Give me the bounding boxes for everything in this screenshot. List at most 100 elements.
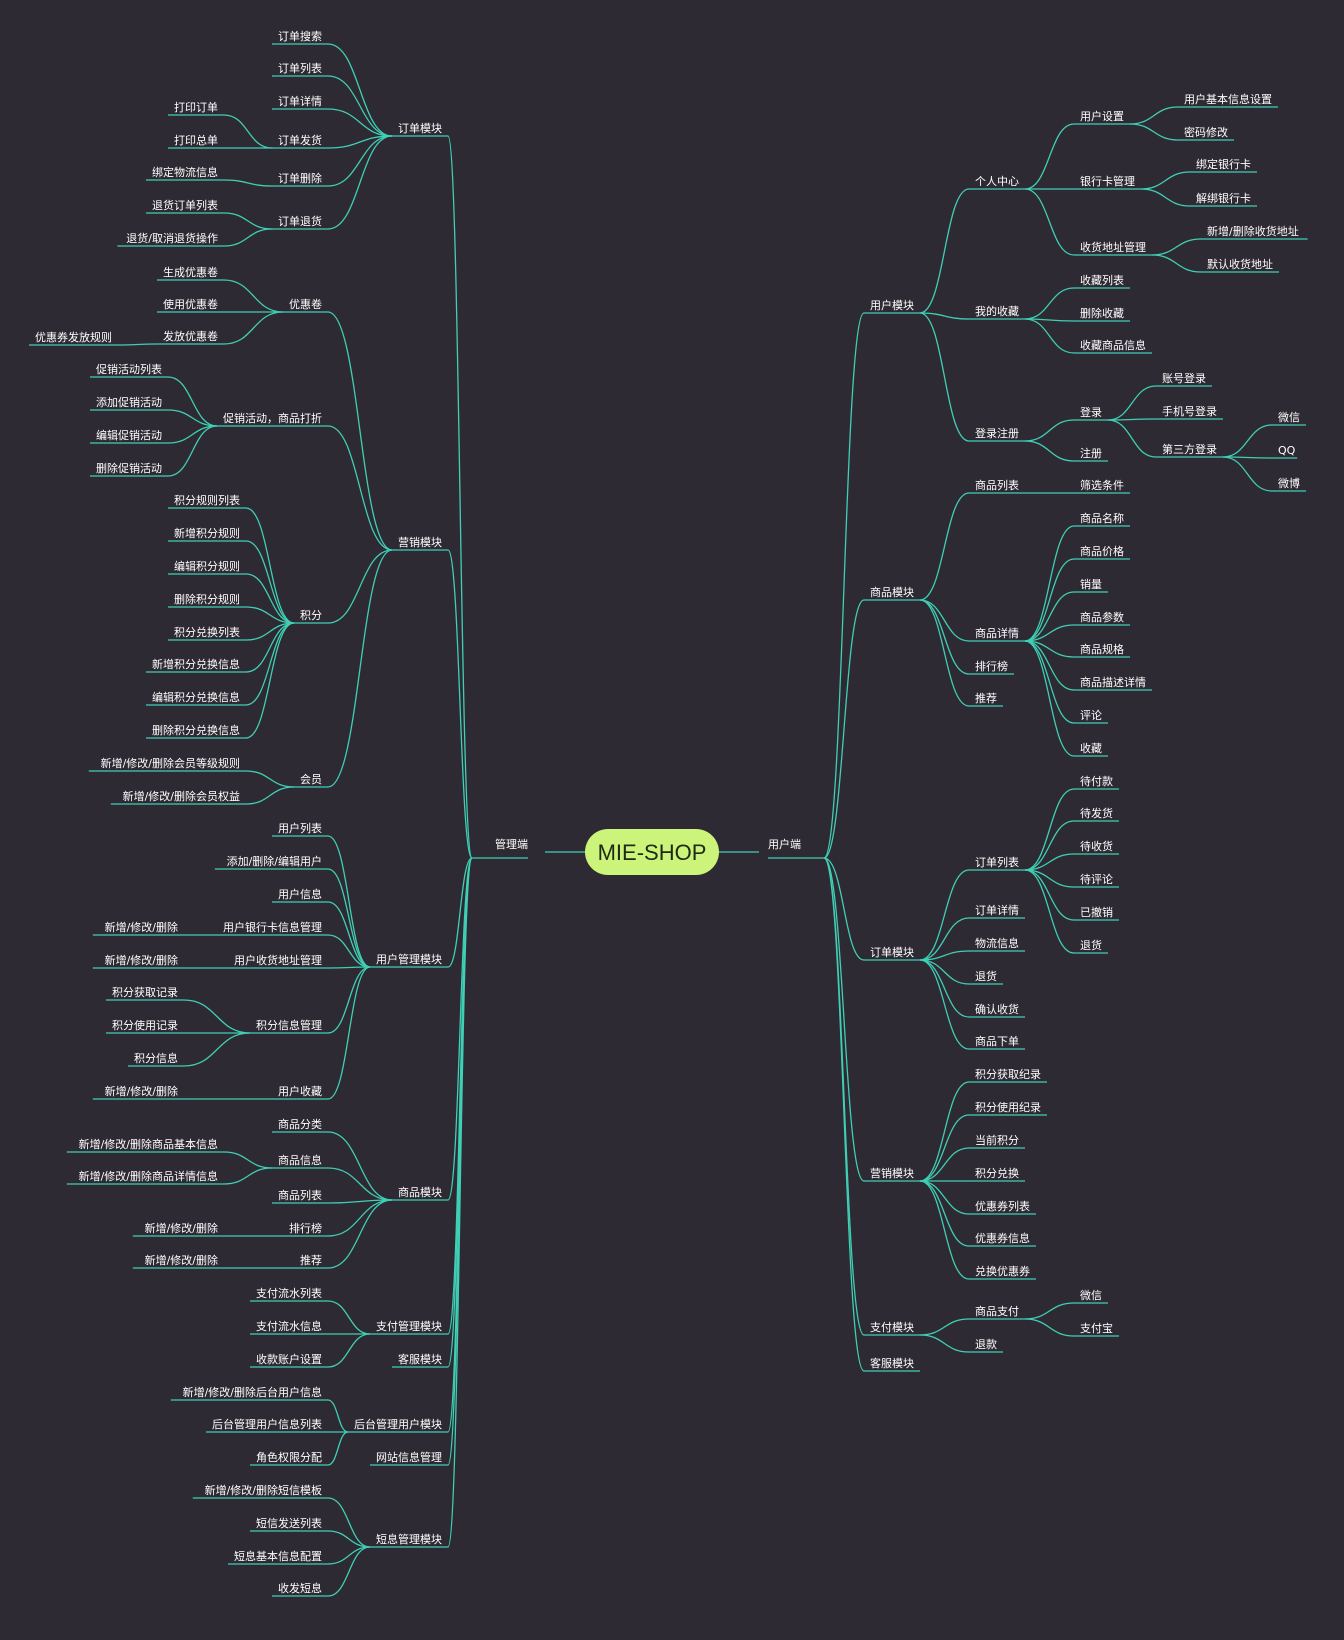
node-item[interactable]: 登录注册 <box>975 426 1019 440</box>
node-item[interactable]: 注册 <box>1080 446 1102 460</box>
node-item[interactable]: 商品信息 <box>278 1153 322 1167</box>
node-item[interactable]: 添加/删除/编辑用户 <box>227 854 322 868</box>
node-item[interactable]: 销量 <box>1080 577 1102 591</box>
node-item[interactable]: 用户收藏 <box>278 1084 322 1098</box>
node-item[interactable]: 商品价格 <box>1080 544 1124 558</box>
node-item[interactable]: 退货 <box>1080 938 1102 952</box>
node-item[interactable]: 用户设置 <box>1080 109 1124 123</box>
node-item[interactable]: 用户信息 <box>278 887 322 901</box>
node-item[interactable]: 订单详情 <box>278 94 322 108</box>
node-item[interactable]: 删除积分规则 <box>174 592 240 606</box>
node-item[interactable]: 删除促销活动 <box>96 461 162 475</box>
node-item[interactable]: 新增/修改/删除 <box>105 1084 178 1098</box>
node-item[interactable]: 编辑促销活动 <box>96 428 162 442</box>
node-module[interactable]: 后台管理用户模块 <box>354 1417 442 1431</box>
node-item[interactable]: 新增/修改/删除 <box>105 920 178 934</box>
node-module[interactable]: 用户模块 <box>870 298 914 312</box>
node-item[interactable]: 积分兑换 <box>975 1166 1019 1180</box>
node-item[interactable]: 订单删除 <box>278 171 322 185</box>
node-item[interactable]: 优惠卷 <box>289 297 322 311</box>
node-item[interactable]: 新增积分兑换信息 <box>152 657 240 671</box>
node-item[interactable]: 新增/修改/删除 <box>145 1253 218 1267</box>
node-item[interactable]: 商品规格 <box>1080 642 1124 656</box>
node-item[interactable]: 待收货 <box>1080 839 1113 853</box>
node-item[interactable]: 使用优惠卷 <box>163 297 218 311</box>
node-module[interactable]: 用户管理模块 <box>376 952 442 966</box>
node-item[interactable]: 用户列表 <box>278 821 322 835</box>
node-item[interactable]: 账号登录 <box>1162 371 1206 385</box>
node-item[interactable]: QQ <box>1278 444 1296 457</box>
node-module[interactable]: 支付模块 <box>870 1321 914 1334</box>
node-item[interactable]: 新增/修改/删除会员权益 <box>123 789 240 803</box>
node-module[interactable]: 短息管理模块 <box>376 1532 442 1546</box>
node-item[interactable]: 待发货 <box>1080 806 1113 820</box>
node-item[interactable]: 积分 <box>300 609 322 622</box>
node-item[interactable]: 排行榜 <box>289 1221 322 1235</box>
node-item[interactable]: 支付流水信息 <box>256 1319 322 1333</box>
node-item[interactable]: 生成优惠卷 <box>163 265 218 279</box>
node-item[interactable]: 新增/修改/删除后台用户信息 <box>183 1385 322 1399</box>
node-module[interactable]: 营销模块 <box>398 535 442 549</box>
node-item[interactable]: 积分信息管理 <box>256 1018 322 1032</box>
node-item[interactable]: 当前积分 <box>975 1133 1019 1147</box>
node-item[interactable]: 我的收藏 <box>975 304 1019 318</box>
node-item[interactable]: 支付宝 <box>1080 1321 1113 1335</box>
node-item[interactable]: 新增/删除收货地址 <box>1207 224 1299 238</box>
node-item[interactable]: 积分获取纪录 <box>975 1068 1041 1081</box>
node-item[interactable]: 新增/修改/删除商品详情信息 <box>79 1169 218 1183</box>
node-module[interactable]: 客服模块 <box>398 1352 442 1366</box>
node-item[interactable]: 角色权限分配 <box>256 1450 322 1464</box>
node-module[interactable]: 订单模块 <box>870 946 914 959</box>
branch-admin[interactable]: 管理端 <box>495 837 528 851</box>
node-item[interactable]: 登录 <box>1080 405 1102 419</box>
node-item[interactable]: 积分规则列表 <box>174 493 240 507</box>
node-item[interactable]: 兑换优惠券 <box>975 1264 1030 1278</box>
node-item[interactable]: 后台管理用户信息列表 <box>212 1417 322 1431</box>
node-item[interactable]: 订单退货 <box>278 214 322 228</box>
node-item[interactable]: 收款账户设置 <box>256 1352 322 1366</box>
node-item[interactable]: 退款 <box>975 1337 997 1351</box>
node-item[interactable]: 商品列表 <box>278 1188 322 1202</box>
node-item[interactable]: 待付款 <box>1080 774 1113 788</box>
node-item[interactable]: 添加促销活动 <box>96 395 162 409</box>
node-item[interactable]: 商品详情 <box>975 626 1019 640</box>
node-item[interactable]: 新增/修改/删除 <box>105 953 178 967</box>
node-item[interactable]: 积分使用纪录 <box>975 1101 1041 1114</box>
node-item[interactable]: 筛选条件 <box>1080 478 1124 492</box>
node-item[interactable]: 解绑银行卡 <box>1196 191 1251 205</box>
node-item[interactable]: 积分信息 <box>134 1051 178 1065</box>
node-item[interactable]: 短息基本信息配置 <box>234 1549 322 1563</box>
node-item[interactable]: 收藏商品信息 <box>1080 338 1146 352</box>
node-module[interactable]: 网站信息管理 <box>376 1450 442 1464</box>
node-item[interactable]: 评论 <box>1080 708 1102 722</box>
node-item[interactable]: 收藏列表 <box>1080 273 1124 287</box>
node-item[interactable]: 绑定银行卡 <box>1196 157 1251 171</box>
node-item[interactable]: 积分获取记录 <box>112 986 178 999</box>
node-item[interactable]: 商品支付 <box>975 1304 1019 1318</box>
node-item[interactable]: 支付流水列表 <box>256 1286 322 1300</box>
node-item[interactable]: 待评论 <box>1080 872 1113 886</box>
node-item[interactable]: 编辑积分规则 <box>174 559 240 573</box>
node-item[interactable]: 新增/修改/删除 <box>145 1221 218 1235</box>
node-item[interactable]: 积分兑换列表 <box>174 625 240 639</box>
node-item[interactable]: 编辑积分兑换信息 <box>152 690 240 704</box>
node-item[interactable]: 排行榜 <box>975 659 1008 673</box>
node-module[interactable]: 商品模块 <box>870 585 914 599</box>
node-item[interactable]: 删除收藏 <box>1080 306 1124 320</box>
node-item[interactable]: 确认收货 <box>975 1002 1019 1016</box>
node-item[interactable]: 发放优惠卷 <box>163 329 218 343</box>
node-item[interactable]: 收藏 <box>1080 741 1102 755</box>
node-item[interactable]: 商品列表 <box>975 478 1019 492</box>
node-item[interactable]: 会员 <box>300 773 322 786</box>
node-item[interactable]: 手机号登录 <box>1162 404 1217 418</box>
node-item[interactable]: 打印订单 <box>174 100 218 114</box>
node-item[interactable]: 绑定物流信息 <box>152 165 218 179</box>
node-module[interactable]: 支付管理模块 <box>376 1319 442 1333</box>
node-item[interactable]: 微博 <box>1278 476 1300 490</box>
node-item[interactable]: 第三方登录 <box>1162 442 1217 456</box>
node-module[interactable]: 商品模块 <box>398 1185 442 1199</box>
node-item[interactable]: 订单详情 <box>975 903 1019 917</box>
node-item[interactable]: 默认收货地址 <box>1207 257 1273 271</box>
node-item[interactable]: 新增/修改/删除短信模板 <box>205 1483 322 1497</box>
node-item[interactable]: 新增积分规则 <box>174 526 240 540</box>
